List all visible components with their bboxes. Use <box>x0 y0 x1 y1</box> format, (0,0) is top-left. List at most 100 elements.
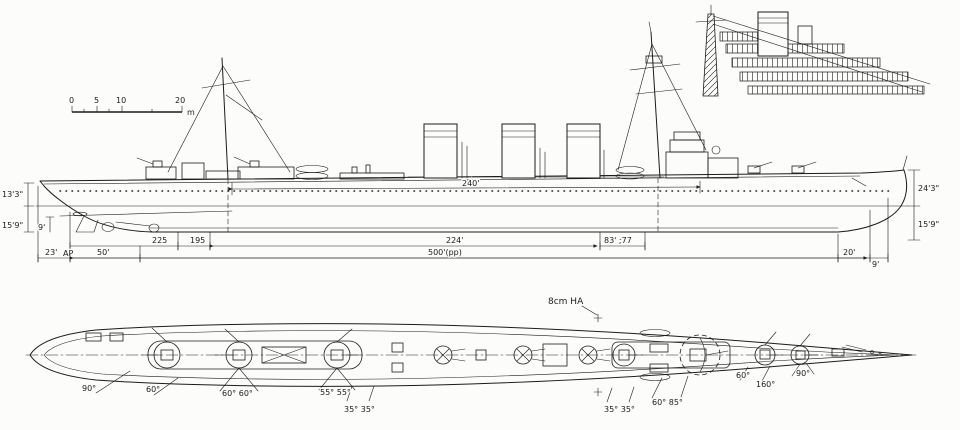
deck-hatch-1 <box>475 349 487 361</box>
rudder <box>75 215 99 233</box>
dim-83-77: 83' ;77 <box>604 236 632 245</box>
stern-gear <box>59 210 233 233</box>
propeller-shaft <box>115 221 151 227</box>
dim-224: 224' <box>446 236 463 245</box>
dimension-row-2: 23' 50' 500'(pp) 20' 9' <box>37 247 889 270</box>
gun-mount-forecastle-main <box>679 334 729 376</box>
plan-hull-outline <box>29 323 913 387</box>
bridge-wing-1 <box>649 343 669 353</box>
ships-boat-1 <box>295 165 329 173</box>
arc-label-0: 90° <box>82 384 96 393</box>
bow-gun-2-barrel <box>797 161 817 169</box>
ships-boat-2 <box>295 172 329 180</box>
scale-10: 10 <box>116 96 126 105</box>
dim-9: 9' <box>872 260 879 269</box>
forecastle-break-line <box>699 337 706 373</box>
dim-9-left: 9' <box>38 223 45 232</box>
inset-funnel <box>757 11 789 57</box>
funnel-1 <box>423 123 458 179</box>
propeller-2 <box>148 223 160 233</box>
scale-20: 20 <box>175 96 185 105</box>
plan-deck-edge-inner <box>43 330 895 380</box>
bridge-block-middle <box>669 139 705 153</box>
aft-deckhouse-2 <box>205 170 241 180</box>
dim-15-9-right: 15'9" <box>918 220 939 229</box>
engine-casing-hatch <box>261 346 307 364</box>
inset-platform-5 <box>747 85 925 95</box>
arc-label-5: 35° 35° <box>604 405 635 414</box>
skylight-2 <box>391 362 404 373</box>
compass-platform <box>673 131 701 141</box>
deck-edge-line <box>43 175 861 185</box>
ha-gun-marks: 8cm HA <box>547 296 603 397</box>
mainmast-yard <box>201 79 251 89</box>
ships-boat-3 <box>615 166 645 174</box>
ap-label: AP <box>63 249 73 258</box>
plan-boat-2 <box>639 373 671 381</box>
deck-span-label: 240' <box>462 179 479 188</box>
searchlight <box>711 145 721 155</box>
scale-0: 0 <box>69 96 74 105</box>
arc-label-1: 60° <box>146 385 160 394</box>
low-deckhouse <box>339 172 405 180</box>
aft-gun-barrel <box>136 157 154 165</box>
torpedo-mount-2 <box>513 345 546 365</box>
stern-boom <box>59 210 233 217</box>
aft-deckhouse-1 <box>181 162 205 180</box>
plan-boat-1 <box>639 329 671 337</box>
dim-195: 195 <box>190 236 205 245</box>
dim-225: 225 <box>152 236 167 245</box>
waist-gun-barrel <box>233 156 251 165</box>
scale-5: 5 <box>94 96 99 105</box>
dim-13-3: 13'3" <box>2 190 23 199</box>
left-dimensions: 13'3" 15'9" 9' <box>1 182 55 233</box>
arc-label-9: 90° <box>796 369 810 378</box>
funnel-3 <box>566 123 601 179</box>
aft-superstructure <box>136 57 405 180</box>
paravane <box>72 211 88 217</box>
ships-boat-4 <box>615 172 645 180</box>
inset-mast <box>702 13 719 97</box>
stern-fitting-1 <box>85 332 102 342</box>
chart-house <box>707 157 739 179</box>
hull-profile-outline <box>39 169 908 233</box>
torpedo-mount-1 <box>433 345 466 365</box>
anchor-hawse <box>851 177 867 187</box>
ha-gun-label: 8cm HA <box>548 297 584 307</box>
arc-label-7: 60° <box>736 371 750 380</box>
bridge-wing-2 <box>649 363 669 373</box>
profile-view: 240' AP 225 195 224' 83' ;77 23' 50' 500… <box>1 21 940 270</box>
inset-ventilator <box>797 25 813 45</box>
arc-label-8: 160° <box>756 380 775 389</box>
stern-fitting-2 <box>109 332 124 342</box>
foremast-yards <box>629 63 683 95</box>
foremast <box>650 31 661 179</box>
midships-deckhouse <box>237 166 295 180</box>
dim-20: 20' <box>843 248 855 257</box>
arc-label-4: 35° 35° <box>344 405 375 414</box>
scale-unit: m <box>187 108 195 117</box>
gun-mount-shelter <box>612 343 647 367</box>
funnel-group <box>407 123 665 180</box>
arc-label-6: 60° 85° <box>652 398 683 407</box>
arc-label-3: 55° 55° <box>320 388 351 397</box>
dim-24-3: 24'3" <box>918 184 939 193</box>
deck-span-dimension: 240' <box>228 178 701 196</box>
plan-view: 8cm HA <box>25 296 917 415</box>
mainmast <box>221 57 229 180</box>
forecastle-fittings <box>747 155 908 187</box>
inset-platform-4 <box>739 71 909 82</box>
bridge-detail-inset <box>695 4 931 97</box>
scale-bar: 0 5 10 20 m <box>68 95 197 119</box>
aft-gun-platform <box>145 166 177 180</box>
inset-stays <box>712 15 931 93</box>
dim-500pp: 500'(pp) <box>428 248 462 257</box>
torpedo-mount-3 <box>578 345 611 365</box>
right-dimensions: 24'3" 15'9" <box>907 169 940 241</box>
forward-deckhouse-plan <box>611 341 731 369</box>
arc-label-2: 60° 60° <box>222 389 253 398</box>
deck-hatch-2 <box>542 343 568 367</box>
dimension-row-1: AP 225 195 224' 83' ;77 <box>62 235 646 259</box>
